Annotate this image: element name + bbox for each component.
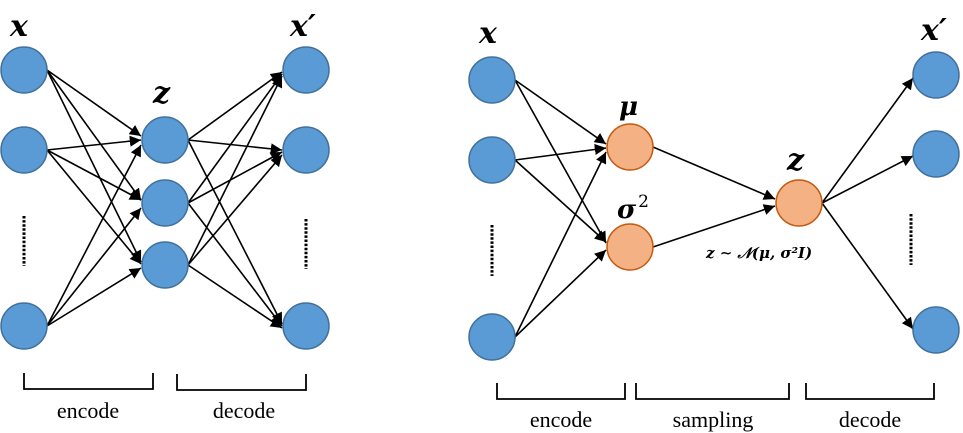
ae-output-layer — [282, 46, 330, 350]
vae-encode-label: encode — [530, 407, 592, 432]
vae-output-node — [912, 51, 960, 99]
ae-encode-label: encode — [57, 398, 119, 423]
ae-latent-node — [141, 179, 189, 227]
vae-sampling-label: sampling — [673, 407, 754, 432]
ae-decoder-edges — [187, 71, 283, 329]
vae-decode-bracket — [805, 383, 935, 400]
vae-latent-label: z — [786, 143, 805, 178]
vae-latent-node — [775, 179, 823, 227]
vae-encode-bracket — [496, 383, 626, 400]
ae-encode-bracket — [23, 373, 154, 390]
ae-input-label: x — [9, 9, 29, 44]
vae-sampling-edges — [652, 146, 776, 248]
vae-sampling-formula: z ∼ 𝒩(μ, σ²I) — [705, 244, 812, 262]
vae-mu-label: μ — [619, 92, 638, 122]
ae-decode-label: decode — [213, 398, 275, 423]
ae-input-layer — [0, 46, 48, 350]
ae-output-node — [282, 302, 330, 350]
ae-encoder-edges — [46, 69, 142, 327]
ae-input-node — [0, 302, 48, 350]
vae-input-node — [468, 136, 516, 184]
vae-sampling-bracket — [635, 383, 790, 400]
ae-latent-layer — [141, 116, 189, 289]
vae-sigma-exponent: 2 — [638, 192, 649, 212]
vae-decoder-edges — [821, 77, 914, 330]
vae-input-node — [468, 313, 516, 361]
ae-output-label: x′ — [289, 9, 316, 44]
vae-output-node — [912, 306, 960, 354]
vae-output-node — [912, 130, 960, 178]
vae-input-label: x — [478, 16, 498, 51]
ae-latent-label: z — [152, 76, 171, 111]
vae-output-label: x′ — [920, 13, 947, 48]
vae-input-layer — [468, 56, 516, 361]
vae-encoder-edges — [514, 79, 607, 338]
ae-input-node — [0, 126, 48, 174]
autoencoder-diagram: x z x′ encode decode — [0, 9, 330, 423]
vae-mu-node — [606, 123, 654, 171]
vae-input-node — [468, 56, 516, 104]
ae-input-node — [0, 46, 48, 94]
ae-output-node — [282, 46, 330, 94]
vae-decode-label: decode — [839, 407, 901, 432]
ae-decode-bracket — [176, 374, 307, 391]
vae-sigma-symbol: σ — [617, 195, 637, 225]
vae-output-layer — [909, 51, 960, 354]
vae-sigma-node — [606, 223, 654, 271]
ae-latent-node — [141, 241, 189, 289]
ae-output-node — [282, 126, 330, 174]
ae-latent-node — [141, 116, 189, 164]
